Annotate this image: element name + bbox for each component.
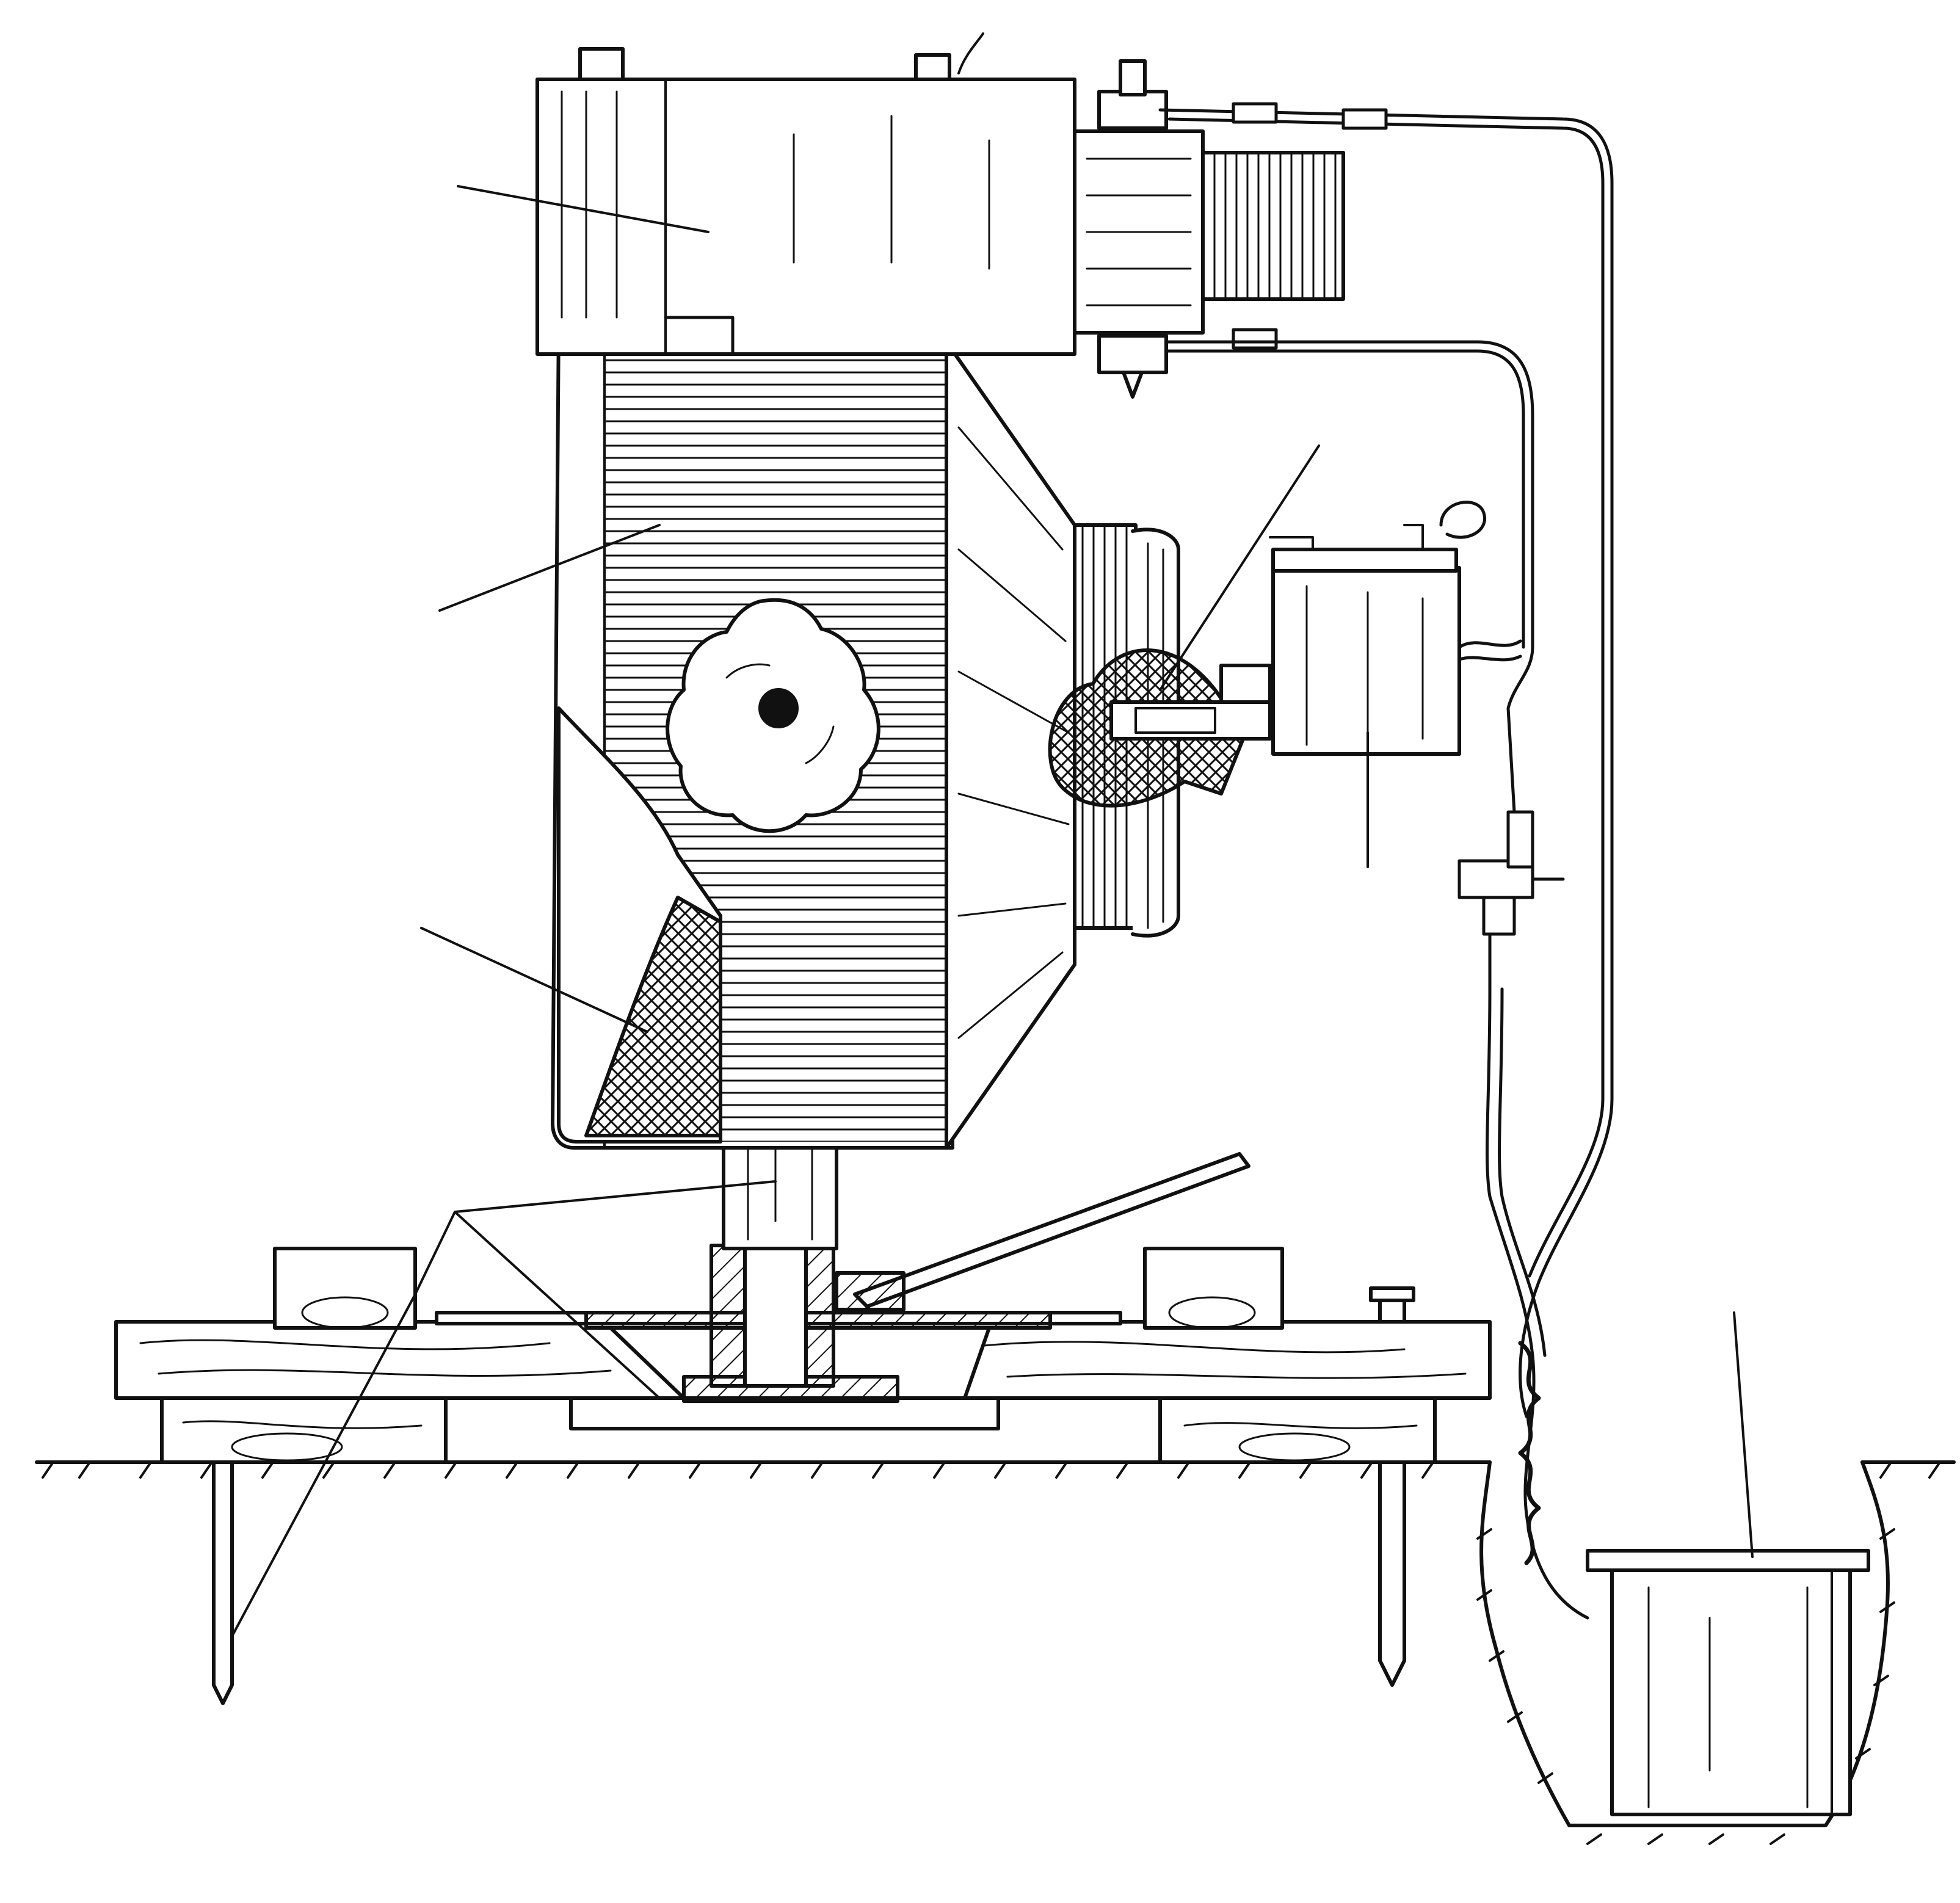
- leader-line-drum: [438, 524, 661, 612]
- leader-line-housing: [457, 185, 710, 233]
- leader-line-mesh: [420, 927, 648, 1033]
- cutaway-mesh: [557, 706, 722, 1144]
- handwheel: [666, 598, 880, 833]
- sprinkler-head: [1048, 648, 1272, 808]
- leader-line-tank: [1733, 1311, 1754, 1558]
- leader-line-sprinkler: [1159, 444, 1320, 691]
- leader-line-base: [231, 1211, 661, 1637]
- tank-pit: [1476, 1460, 1895, 1845]
- motor-housing: [535, 32, 1076, 356]
- buried-tank: [1586, 1549, 1870, 1816]
- leader-lines: [231, 185, 1754, 1637]
- lever-arm: [835, 1152, 1250, 1311]
- leader-line-shaft: [454, 1180, 777, 1213]
- motor-end: [1073, 59, 1345, 399]
- controller-box: [1269, 501, 1487, 756]
- cable-run: [1158, 102, 1614, 1620]
